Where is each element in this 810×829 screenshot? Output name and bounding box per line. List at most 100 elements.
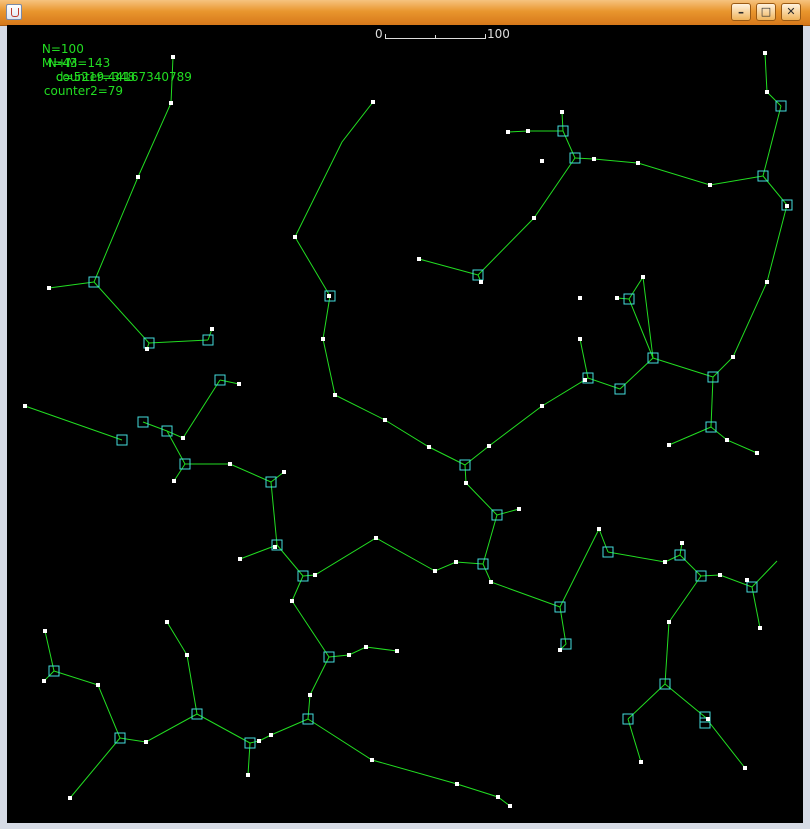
minimize-button[interactable]: – <box>731 3 751 21</box>
tree-edge <box>119 713 198 743</box>
steiner-point-marker <box>622 713 634 725</box>
terminal-point <box>282 470 286 474</box>
hud-n-value: N=100 <box>41 42 84 56</box>
tree-edge <box>628 276 654 359</box>
terminal-point <box>706 717 710 721</box>
hud-distance-value: d=5219.44167340789 <box>55 70 192 84</box>
terminal-point <box>558 648 562 652</box>
scale-tick-mid <box>435 35 436 39</box>
terminal-point <box>731 355 735 359</box>
terminal-point <box>636 161 640 165</box>
hud-line-2: M=43 counter=348 counter2=79 <box>19 42 135 112</box>
tree-edge <box>93 56 174 283</box>
tree-edge <box>664 683 746 769</box>
steiner-point-marker <box>297 570 309 582</box>
tree-edge <box>166 379 221 439</box>
terminal-point <box>578 337 582 341</box>
terminal-point <box>246 773 250 777</box>
terminal-point <box>615 296 619 300</box>
terminal-point <box>680 541 684 545</box>
terminal-point <box>578 296 582 300</box>
terminal-point <box>433 569 437 573</box>
tree-edge <box>710 426 758 454</box>
terminal-point <box>269 733 273 737</box>
steiner-point-marker <box>179 458 191 470</box>
steiner-point-marker <box>781 199 793 211</box>
terminal-point <box>718 573 722 577</box>
terminal-point <box>743 766 747 770</box>
steiner-point-marker <box>137 416 149 428</box>
terminal-point <box>532 216 536 220</box>
tree-edge <box>173 463 186 482</box>
steiner-point-marker <box>491 509 503 521</box>
terminal-point <box>417 257 421 261</box>
tree-edge <box>710 376 714 428</box>
steiner-point-marker <box>757 170 769 182</box>
scale-min-label: 0 <box>375 27 383 41</box>
steiner-point-marker <box>302 713 314 725</box>
tree-edge <box>48 281 95 289</box>
terminal-point <box>371 100 375 104</box>
terminal-point <box>540 159 544 163</box>
tree-edge <box>642 276 654 359</box>
steiner-point-marker <box>88 276 100 288</box>
terminal-point <box>165 620 169 624</box>
java-app-icon[interactable] <box>6 4 22 20</box>
terminal-point <box>383 418 387 422</box>
terminal-point <box>508 804 512 808</box>
terminal-point <box>273 545 277 549</box>
title-bar[interactable]: – □ ✕ <box>0 0 810 26</box>
tree-edge <box>24 405 123 441</box>
tree-edge <box>294 101 374 297</box>
terminal-point <box>454 560 458 564</box>
terminal-point <box>785 204 789 208</box>
terminal-point <box>663 560 667 564</box>
tree-edge <box>328 646 398 658</box>
tree-edge <box>270 471 285 483</box>
steiner-point-marker <box>323 651 335 663</box>
steiner-point-marker <box>116 434 128 446</box>
steiner-point-marker <box>265 476 277 488</box>
terminal-point <box>725 438 729 442</box>
tree-edge <box>507 130 563 133</box>
tree-edge <box>464 464 498 516</box>
terminal-point <box>506 130 510 134</box>
terminal-point <box>526 129 530 133</box>
terminal-point <box>370 758 374 762</box>
terminal-point <box>238 557 242 561</box>
terminal-point <box>327 294 331 298</box>
terminal-point <box>597 527 601 531</box>
terminal-point <box>210 327 214 331</box>
tree-edge <box>679 554 753 588</box>
tree-edge <box>219 379 240 385</box>
close-button[interactable]: ✕ <box>781 3 801 21</box>
tree-edge <box>418 258 479 276</box>
tree-edge <box>185 463 272 483</box>
tree-edge <box>302 537 484 577</box>
tree-edge <box>627 718 642 763</box>
terminal-point <box>540 404 544 408</box>
terminal-point <box>479 280 483 284</box>
maximize-button[interactable]: □ <box>756 3 776 21</box>
tree-edge <box>142 421 168 432</box>
scale-tick-start <box>385 34 386 39</box>
terminal-point <box>592 157 596 161</box>
steiner-point-marker <box>707 371 719 383</box>
tree-edge <box>764 52 782 107</box>
steiner-tree-graph <box>23 51 793 808</box>
drawing-canvas[interactable]: N=100 N+M=143 d=5219.44167340789 M=43 co… <box>7 25 803 823</box>
terminal-point <box>560 110 564 114</box>
tree-edge <box>270 481 278 546</box>
terminal-point <box>641 275 645 279</box>
tree-edge <box>307 656 330 720</box>
scale-max-label: 100 <box>487 27 510 41</box>
terminal-point <box>364 645 368 649</box>
tree-edge <box>712 175 788 378</box>
terminal-point <box>333 393 337 397</box>
terminal-point <box>23 404 27 408</box>
terminal-point <box>43 629 47 633</box>
tree-edge <box>664 575 702 685</box>
tree-edge <box>751 560 778 588</box>
steiner-point-marker <box>659 678 671 690</box>
steiner-point-marker <box>324 290 336 302</box>
